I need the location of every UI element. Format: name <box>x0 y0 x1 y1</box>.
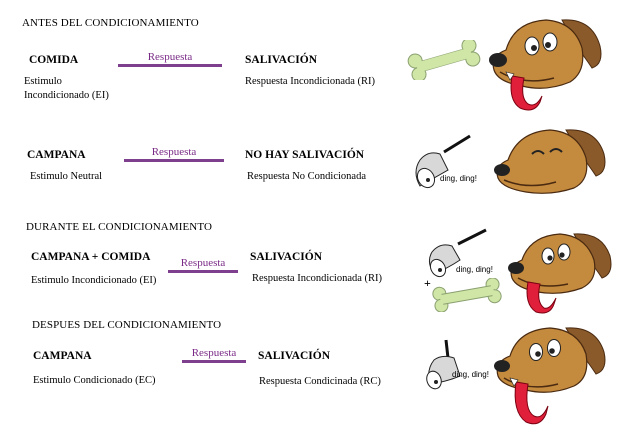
response-line-4 <box>182 360 246 363</box>
response-desc-4: Respuesta Condicinada (RC) <box>259 376 381 387</box>
response-label-2: Respuesta <box>151 146 197 158</box>
response-arrow-1: Respuesta <box>118 51 222 67</box>
response-desc-3: Respuesta Incondicionada (RI) <box>252 273 383 284</box>
bell-sound-3: ding, ding! <box>456 265 493 274</box>
stimulus-desc-4: Estimulo Condicionado (EC) <box>33 375 156 386</box>
response-line-2 <box>124 159 224 162</box>
stimulus-campana-comida: CAMPANA + COMIDA <box>31 251 151 263</box>
response-desc-1: Respuesta Incondicionada (RI) <box>245 76 376 87</box>
response-arrow-4: Respuesta <box>182 347 246 363</box>
bell-sound-2: ding, ding! <box>440 174 477 183</box>
response-arrow-3: Respuesta <box>168 257 238 273</box>
section-title-durante: DURANTE EL CONDICIONAMIENTO <box>26 221 213 233</box>
bone-icon <box>432 278 502 312</box>
stimulus-desc-2: Estimulo Neutral <box>30 171 103 182</box>
response-salivacion-3: SALIVACIÓN <box>250 251 323 263</box>
stimulus-comida: COMIDA <box>29 54 79 66</box>
bone-icon <box>407 40 481 80</box>
response-line-3 <box>168 270 238 273</box>
dog-head-icon <box>494 327 606 425</box>
response-salivacion-4: SALIVACIÓN <box>258 350 331 362</box>
response-line-1 <box>118 64 222 67</box>
response-label-3: Respuesta <box>180 257 226 269</box>
bell-icon <box>415 134 471 189</box>
response-label-1: Respuesta <box>147 51 193 63</box>
response-label-4: Respuesta <box>191 347 237 359</box>
response-salivacion-1: SALIVACIÓN <box>245 54 318 66</box>
bell-icon <box>426 339 461 390</box>
response-no-salivacion: NO HAY SALIVACIÓN <box>245 149 365 161</box>
bell-icon <box>428 228 487 278</box>
response-desc-2: Respuesta No Condicionada <box>247 171 366 182</box>
response-arrow-2: Respuesta <box>124 146 224 162</box>
stimulus-desc-3: Estimulo Incondicionado (EI) <box>31 275 157 286</box>
dog-head-icon <box>508 233 612 314</box>
plus-sign: + <box>424 276 431 290</box>
section-title-antes: ANTES DEL CONDICIONAMIENTO <box>22 17 199 29</box>
dog-head-icon <box>489 19 602 111</box>
stimulus-desc-1b: Incondicionado (EI) <box>24 90 109 101</box>
stimulus-campana-2: CAMPANA <box>27 149 86 161</box>
stimulus-desc-1a: Estimulo <box>24 76 62 87</box>
section-title-despues: DESPUES DEL CONDICIONAMIENTO <box>32 319 222 331</box>
bell-sound-4: ding, ding! <box>452 370 489 379</box>
dog-head-icon <box>494 129 606 194</box>
stimulus-campana-4: CAMPANA <box>33 350 92 362</box>
